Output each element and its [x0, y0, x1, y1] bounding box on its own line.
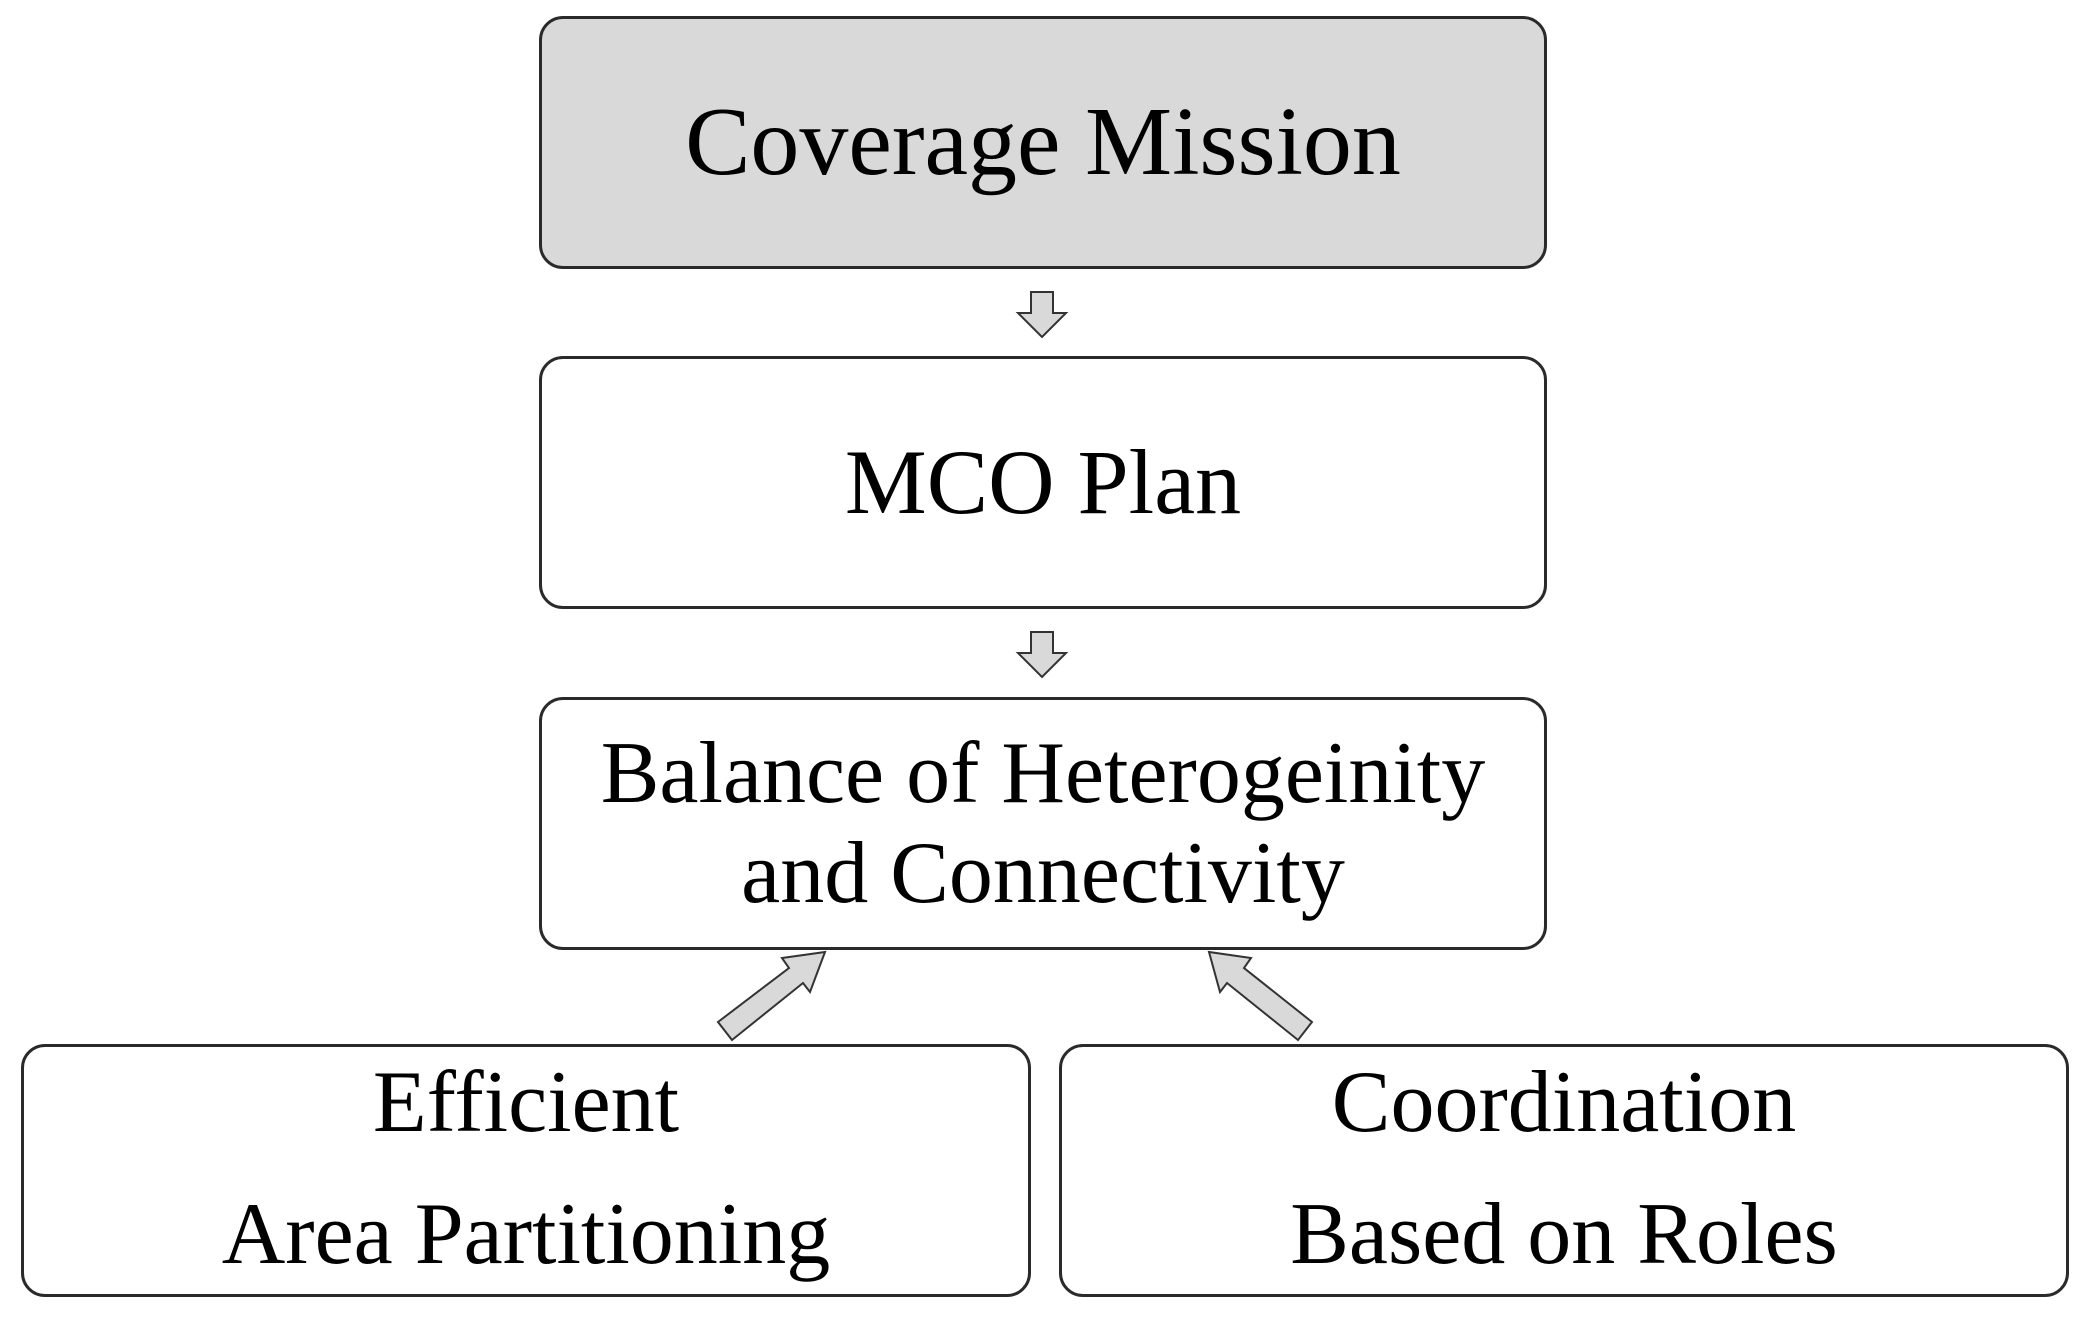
efficient-label-line-1: Efficient: [372, 1054, 680, 1151]
arrow-plan-to-balance: [1015, 631, 1069, 679]
efficient-label-line-2: Area Partitioning: [221, 1186, 831, 1284]
coverage-mission-node: Coverage Mission: [539, 16, 1547, 269]
balance-node: Balance of Heterogeinity and Connectivit…: [539, 697, 1547, 950]
coordination-label-line-2: Based on Roles: [1290, 1186, 1838, 1284]
coordination-based-on-roles-node: Coordination Based on Roles: [1059, 1044, 2069, 1297]
mco-plan-node: MCO Plan: [539, 356, 1547, 609]
arrow-coordination-to-balance: [1207, 950, 1314, 1042]
coverage-mission-label: Coverage Mission: [685, 87, 1401, 196]
coordination-label-line-1: Coordination: [1331, 1054, 1797, 1151]
balance-label-line-2: and Connectivity: [741, 824, 1345, 922]
efficient-area-partitioning-node: Efficient Area Partitioning: [21, 1044, 1031, 1297]
mco-plan-label: MCO Plan: [844, 430, 1242, 533]
arrow-coverage-to-plan: [1015, 291, 1069, 339]
arrow-efficient-to-balance: [716, 950, 827, 1042]
balance-label-line-1: Balance of Heterogeinity: [600, 725, 1486, 823]
